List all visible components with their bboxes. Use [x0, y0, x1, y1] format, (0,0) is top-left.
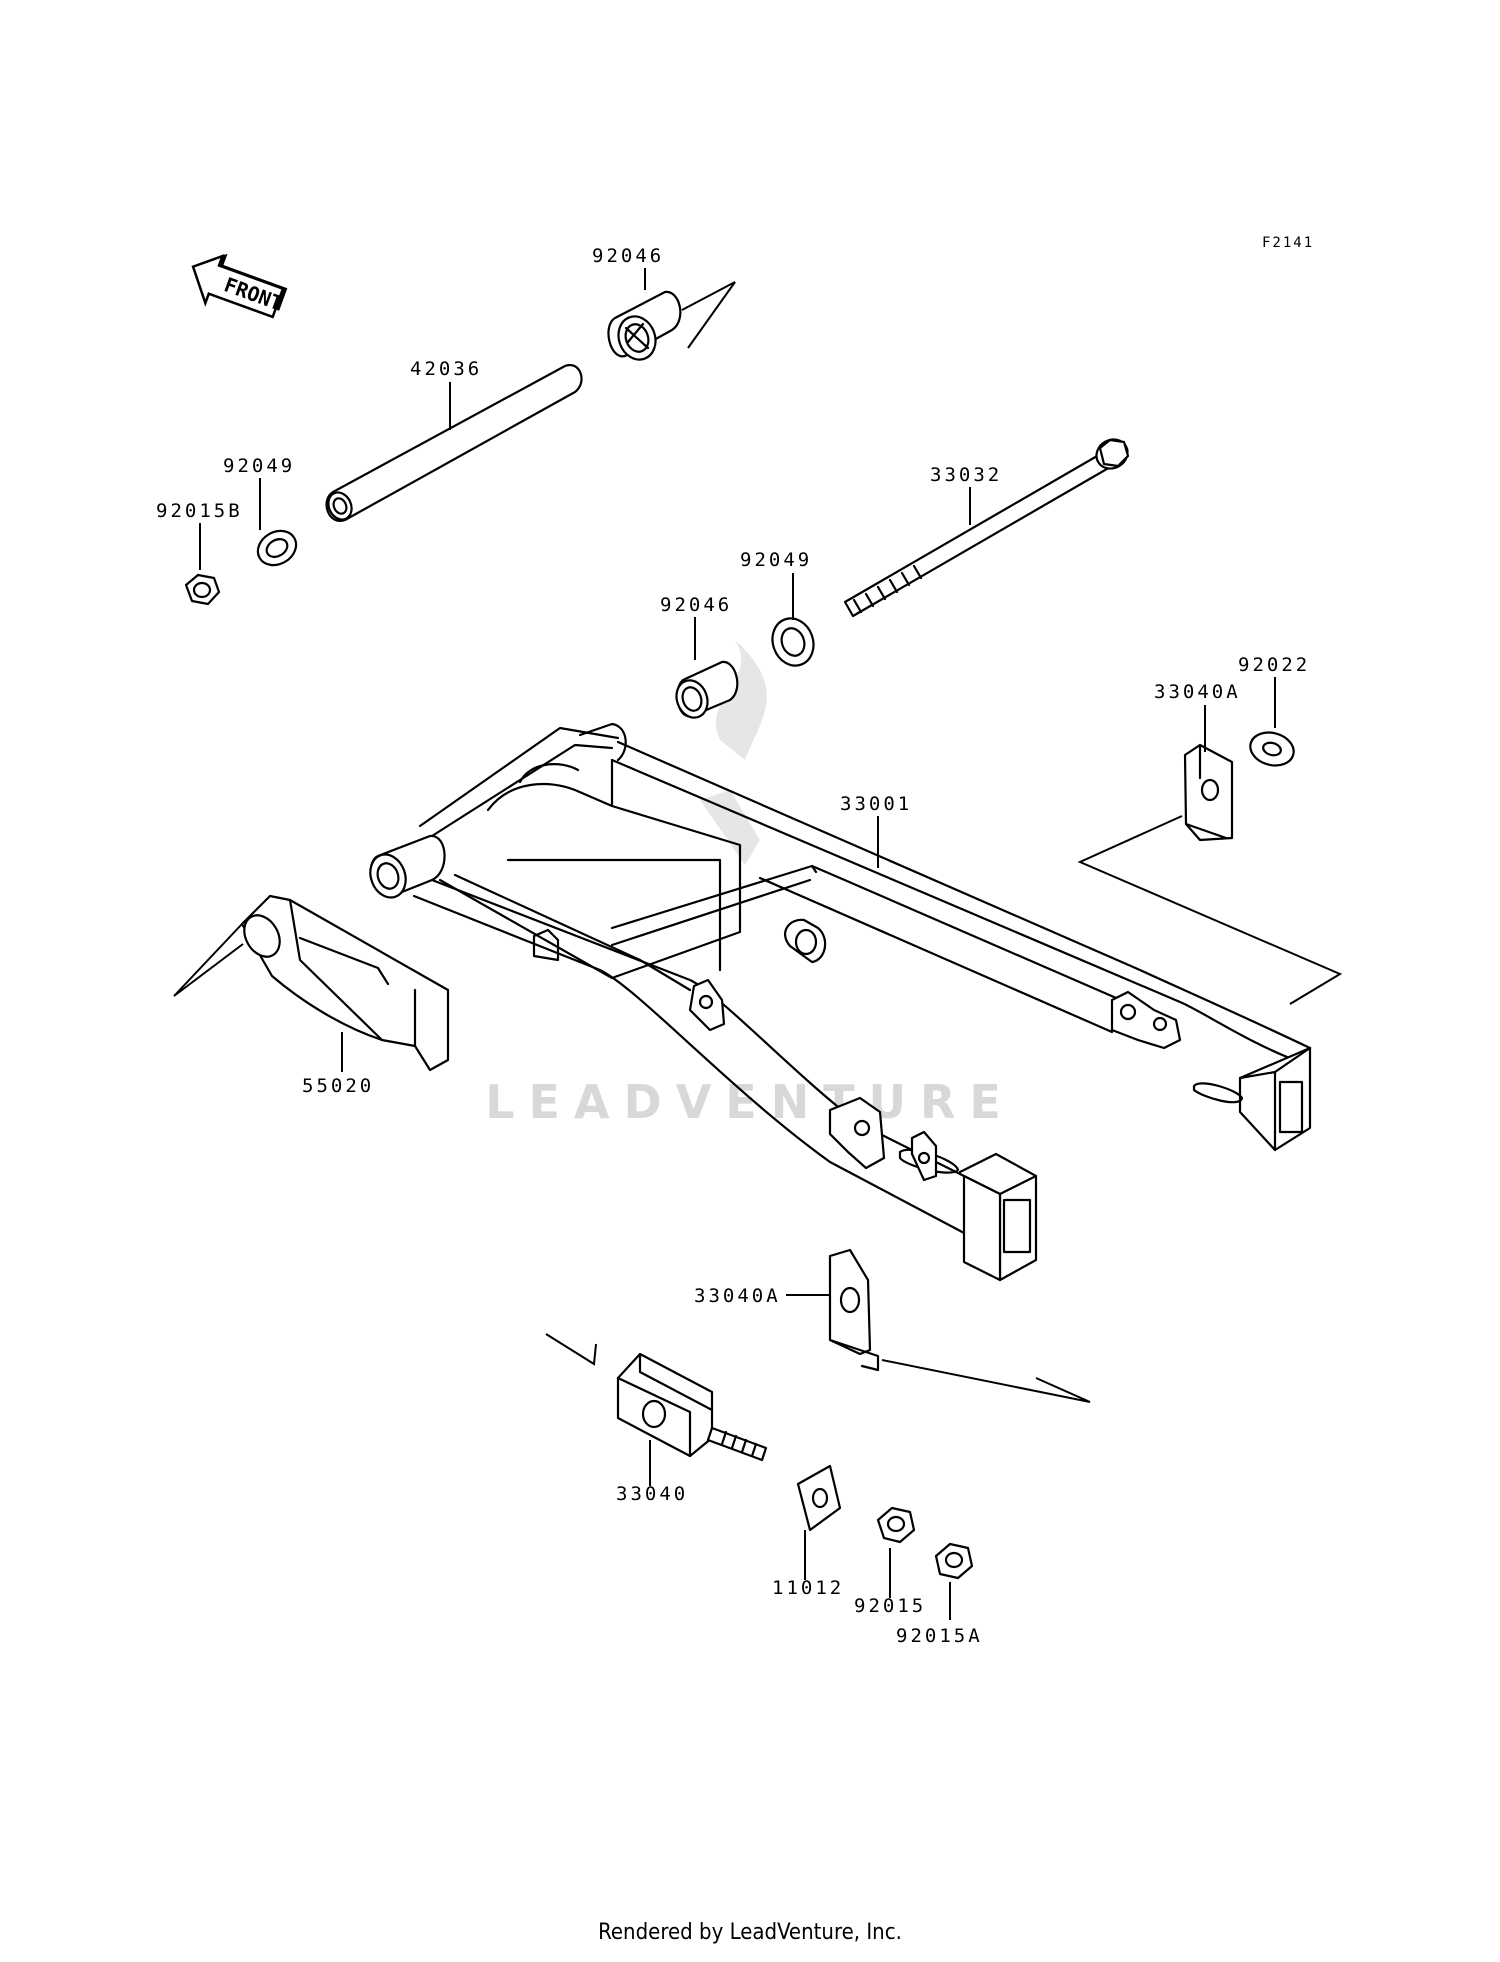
label-92046-mid[interactable]: 92046	[660, 594, 732, 616]
leadventure-watermark: LEADVENTURE	[485, 640, 1015, 1129]
part-33001-swingarm[interactable]	[365, 722, 1312, 1282]
svg-text:LEADVENTURE: LEADVENTURE	[485, 1075, 1015, 1129]
label-92049-mid[interactable]: 92049	[740, 549, 812, 571]
label-42036[interactable]: 42036	[410, 358, 482, 380]
footer-credit: Rendered by LeadVenture, Inc.	[598, 1920, 902, 1945]
label-92022[interactable]: 92022	[1238, 654, 1310, 676]
front-arrow-icon: FRONT	[191, 253, 288, 319]
part-11012-plate[interactable]	[796, 1464, 842, 1532]
label-92046-top[interactable]: 92046	[592, 245, 664, 267]
label-33040A-low[interactable]: 33040A	[694, 1285, 781, 1307]
part-55020-chain-guide[interactable]	[237, 894, 450, 1072]
label-33040A-top[interactable]: 33040A	[1154, 681, 1241, 703]
figure-code: F2141	[1262, 235, 1314, 251]
part-92046-mid-bearing[interactable]	[671, 660, 739, 722]
part-92015B-nut[interactable]	[184, 573, 221, 606]
label-33032[interactable]: 33032	[930, 464, 1002, 486]
label-11012[interactable]: 11012	[772, 1577, 844, 1599]
part-92049-left-seal[interactable]	[252, 524, 303, 572]
part-33040A-top-plate[interactable]	[1183, 743, 1234, 842]
part-92015A-nut[interactable]	[934, 1542, 974, 1580]
part-33040A-lower-plate[interactable]	[828, 1248, 880, 1372]
label-92015[interactable]: 92015	[854, 1595, 926, 1617]
part-42036-tube[interactable]	[324, 363, 583, 523]
part-33040-chain-adjuster[interactable]	[616, 1352, 768, 1462]
label-92015A[interactable]: 92015A	[896, 1625, 983, 1647]
label-33040[interactable]: 33040	[616, 1483, 688, 1505]
label-33001[interactable]: 33001	[840, 793, 912, 815]
part-92022-washer[interactable]	[1247, 728, 1298, 770]
part-33032-pivot-bolt[interactable]	[843, 434, 1133, 618]
part-92049-mid-seal[interactable]	[766, 613, 820, 672]
label-92049-left[interactable]: 92049	[223, 455, 295, 477]
part-92015-nut[interactable]	[876, 1506, 916, 1544]
part-92046-top-bearing[interactable]	[607, 281, 736, 365]
label-92015B[interactable]: 92015B	[156, 500, 243, 522]
label-55020[interactable]: 55020	[302, 1075, 374, 1097]
